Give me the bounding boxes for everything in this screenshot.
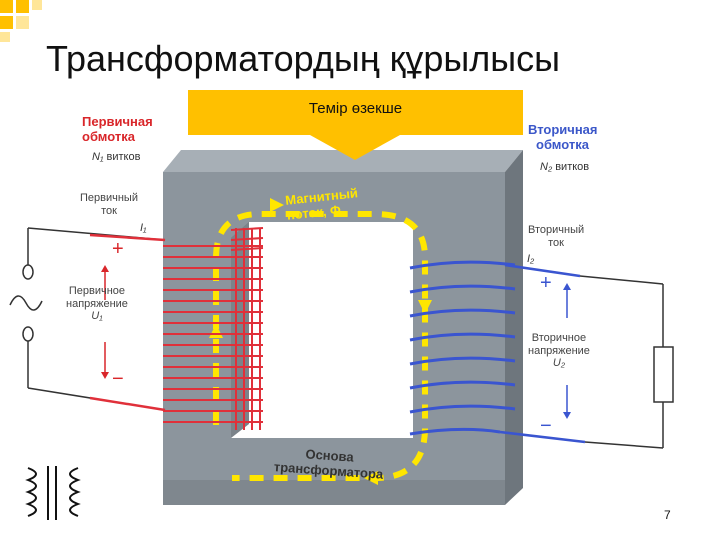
secondary-wire	[579, 275, 664, 285]
decor-square	[16, 0, 29, 13]
secondary-current-line1: Вторичный	[528, 224, 585, 236]
decor-square	[0, 16, 13, 29]
secondary-lead-bottom-color	[499, 430, 586, 444]
core-front-face	[163, 172, 505, 505]
voltage-arrow-head	[563, 412, 571, 419]
secondary-turns-symbol: N₂	[540, 161, 553, 173]
secondary-winding-line1: Вторичная	[528, 122, 598, 137]
secondary-voltage-line1: Вторичное	[531, 332, 587, 344]
secondary-voltage-line2: напряжение	[528, 344, 590, 357]
primary-lead-bottom-color	[89, 396, 166, 412]
decor-square	[16, 16, 29, 29]
ac-source-icon	[9, 295, 43, 311]
slide-title: Трансформатордың құрылысы	[46, 38, 561, 79]
flux-arrow-right	[418, 300, 432, 314]
core-callout-label: Темір өзекше	[308, 100, 403, 117]
core-bottom-shade	[163, 480, 505, 505]
flux-arrow-bottom	[364, 471, 378, 485]
load-resistor	[653, 346, 674, 403]
primary-plus-sign: +	[112, 238, 124, 260]
core-top-face	[163, 150, 523, 172]
secondary-plus-sign: +	[540, 272, 552, 294]
primary-voltage-label: Первичное напряжение U₁	[66, 285, 128, 323]
secondary-winding-label: Вторичная обмотка	[528, 122, 598, 153]
voltage-arrow-head	[101, 265, 109, 272]
primary-winding-label: Первичная обмотка	[82, 114, 153, 145]
secondary-coil	[409, 260, 516, 436]
secondary-turns-unit: витков	[555, 161, 590, 173]
secondary-wire	[584, 441, 664, 449]
primary-current-symbol: I₁	[140, 222, 147, 234]
ac-terminal-bottom	[22, 326, 34, 342]
secondary-lead-top-color	[504, 263, 581, 278]
secondary-current-line2: ток	[548, 236, 564, 249]
secondary-winding-line2: обмотка	[536, 136, 589, 152]
flux-loop	[213, 211, 428, 481]
primary-voltage-symbol: U₁	[91, 310, 103, 323]
core-side-face	[505, 150, 523, 505]
voltage-arrow-head	[101, 372, 109, 379]
primary-current-label: Первичный ток	[80, 192, 138, 217]
secondary-current-label: Вторичный ток	[528, 224, 584, 249]
callout-pointer	[310, 135, 400, 160]
primary-voltage-line1: Первичное	[68, 285, 126, 297]
secondary-voltage-label: Вторичное напряжение U₂	[528, 332, 590, 370]
ac-terminal-top	[22, 264, 34, 280]
primary-turns-unit: витков	[106, 151, 141, 163]
transformer-symbol-icon	[25, 466, 81, 520]
core-window	[249, 222, 413, 424]
core-callout-box	[188, 90, 523, 135]
decor-square	[0, 0, 13, 13]
secondary-current-symbol: I₂	[527, 253, 535, 265]
flux-arrow-top	[270, 198, 284, 212]
primary-minus-sign: −	[112, 368, 124, 390]
primary-winding-line2: обмотка	[82, 128, 135, 144]
primary-turns: N₁ витков	[92, 151, 140, 164]
secondary-minus-sign: −	[540, 415, 552, 437]
secondary-turns: N₂ витков	[540, 161, 589, 174]
primary-lead-top-color	[89, 233, 166, 242]
decor-square	[32, 0, 42, 10]
primary-turns-symbol: N₁	[92, 151, 104, 163]
primary-winding-line1: Первичная	[82, 114, 153, 129]
primary-current-line2: ток	[101, 204, 117, 217]
window-shadow	[231, 222, 249, 438]
page-number: 7	[664, 508, 671, 522]
secondary-voltage-symbol: U₂	[552, 357, 566, 370]
primary-current-line1: Первичный	[80, 192, 138, 204]
primary-voltage-line2: напряжение	[66, 297, 128, 310]
primary-coil	[163, 227, 264, 430]
decor-square	[0, 32, 10, 42]
voltage-arrow-head	[563, 283, 571, 290]
